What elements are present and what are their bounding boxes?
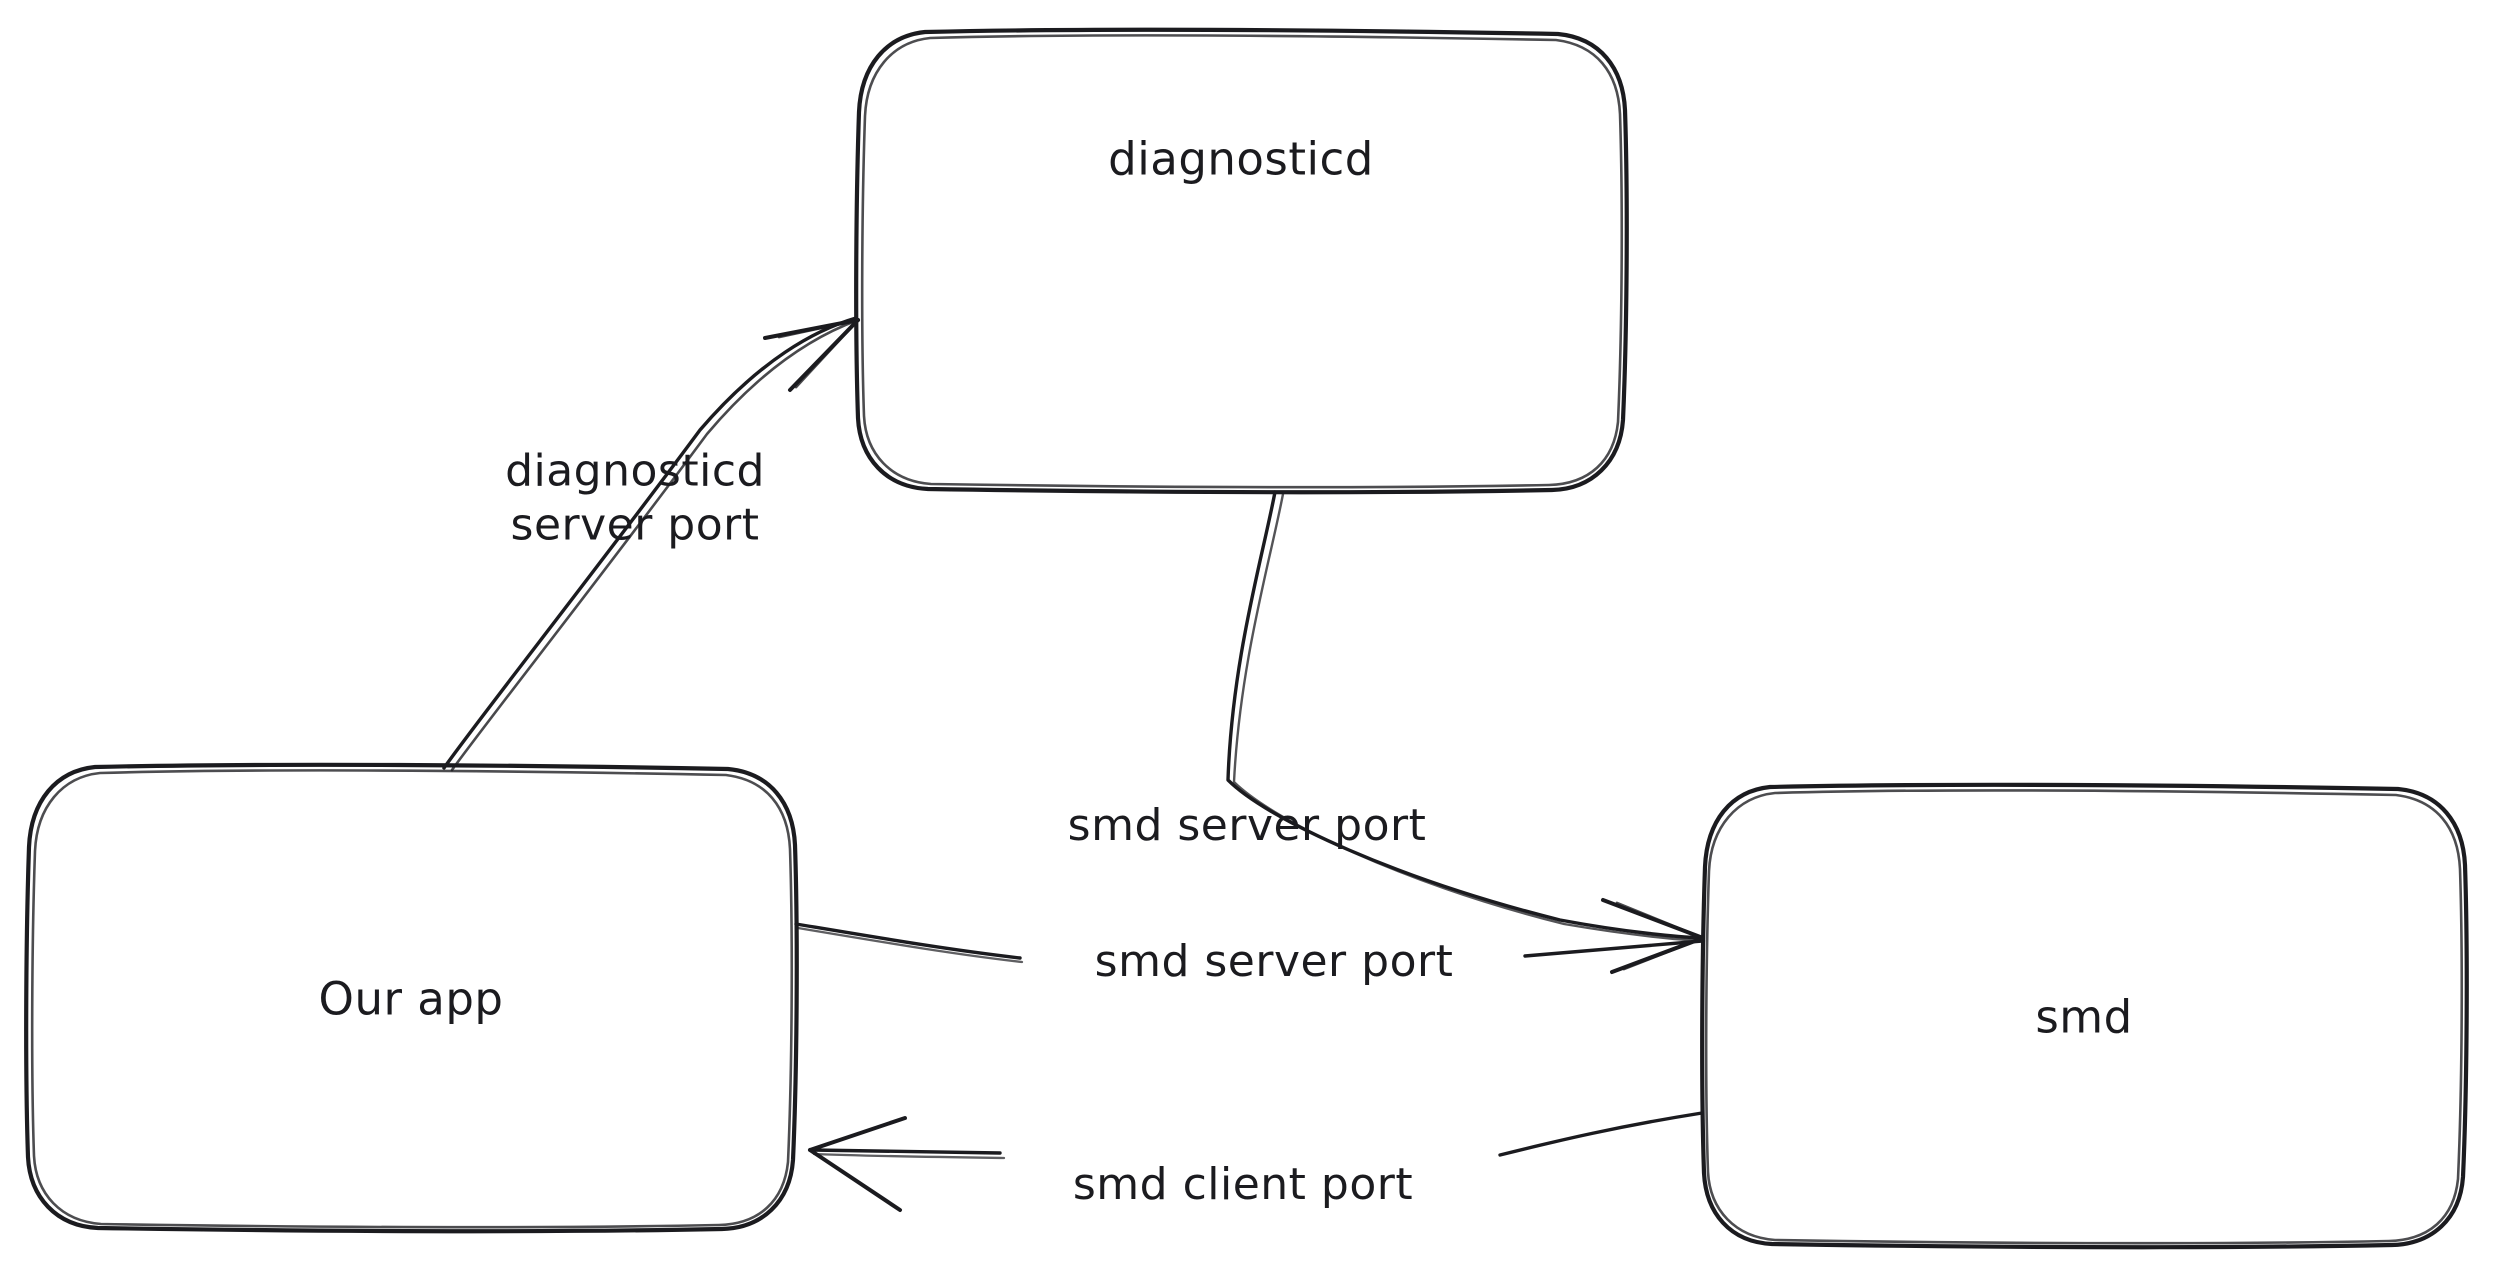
edge-our-app-to-smd [794, 922, 1704, 964]
edge-diagnosticd-to-smd [1226, 490, 1706, 974]
node-smd[interactable] [1703, 785, 2465, 1245]
edge-our-app-to-diagnosticd [442, 316, 860, 772]
node-shape-our-app [24, 762, 799, 1234]
node-shape-diagnosticd [854, 27, 1629, 495]
node-diagnosticd[interactable] [858, 30, 1625, 490]
node-shape-smd [1700, 782, 2469, 1250]
edge-smd-to-our-app [808, 1111, 1704, 1212]
node-our-app[interactable] [27, 765, 795, 1230]
